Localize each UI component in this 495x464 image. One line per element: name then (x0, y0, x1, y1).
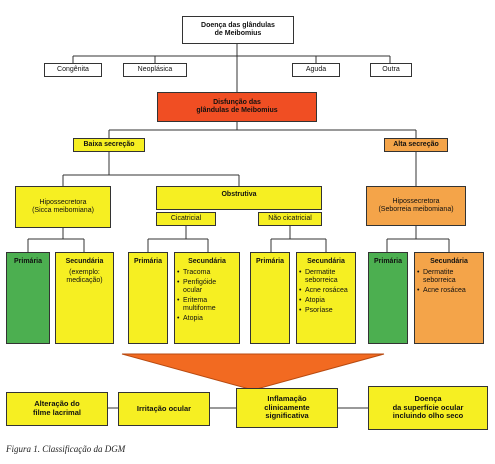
category-aguda: Aguda (292, 63, 340, 77)
figure-caption: Figura 1. Classificação da DGM (6, 444, 126, 454)
sicca-secondary-example: (exemplo: medicação) (66, 269, 103, 285)
outcome-inflammation: Inflamação clinicamente significativa (236, 388, 338, 428)
seborrhea-primary-box: Primária (368, 252, 408, 344)
list-item: Acne rosácea (417, 287, 481, 295)
list-item: Acne rosácea (299, 287, 353, 295)
category-neoplasica: Neoplásica (123, 63, 187, 77)
seborrhea-secondary-box: Secundária Dermatite seborreica Acne ros… (414, 252, 484, 344)
seborrhea-secondary-title: Secundária (430, 258, 468, 265)
list-item: Atopia (299, 297, 353, 305)
cicatricial-secondary-box: Secundária Tracoma Penfigóide ocular Eri… (174, 252, 240, 344)
list-item: Psoríase (299, 307, 353, 315)
seborrhea-box: Hipossecretora (Seborreia meibomiana) (366, 186, 466, 226)
list-item: Tracoma (177, 269, 237, 277)
outcome-ocular-irritation: Irritação ocular (118, 392, 210, 426)
category-outra: Outra (370, 63, 412, 77)
hyposecretory-sicca-box: Hipossecretora (Sicca meibomiana) (15, 186, 111, 228)
list-item: Dermatite seborreica (417, 269, 481, 285)
non-cicatricial-secondary-title: Secundária (307, 258, 345, 265)
low-secretion-box: Baixa secreção (73, 138, 145, 152)
sicca-secondary-box: Secundária (exemplo: medicação) (55, 252, 114, 344)
convergence-triangle (121, 353, 385, 391)
cicatricial-causes-list: Tracoma Penfigóide ocular Eritema multif… (175, 269, 239, 325)
list-item: Penfigóide ocular (177, 279, 237, 295)
outcome-ocular-surface-disease: Doença da superfície ocular incluindo ol… (368, 386, 488, 430)
list-item: Dermatite seborreica (299, 269, 353, 285)
sicca-primary-box: Primária (6, 252, 50, 344)
non-cicatricial-causes-list: Dermatite seborreica Acne rosácea Atopia… (297, 269, 355, 317)
category-congenita: Congênita (44, 63, 102, 77)
cicatricial-box: Cicatricial (156, 212, 216, 226)
root-box: Doença das glândulas de Meibomius (182, 16, 294, 44)
cicatricial-primary-box: Primária (128, 252, 168, 344)
non-cicatricial-box: Não cicatricial (258, 212, 322, 226)
list-item: Atopia (177, 315, 237, 323)
seborrhea-causes-list: Dermatite seborreica Acne rosácea (415, 269, 483, 297)
list-item: Eritema multiforme (177, 297, 237, 313)
dgm-box: Disfunção das glândulas de Meibomius (157, 92, 317, 122)
non-cicatricial-primary-box: Primária (250, 252, 290, 344)
high-secretion-box: Alta secreção (384, 138, 448, 152)
outcome-tear-film: Alteração do filme lacrimal (6, 392, 108, 426)
sicca-secondary-title: Secundária (65, 258, 104, 265)
non-cicatricial-secondary-box: Secundária Dermatite seborreica Acne ros… (296, 252, 356, 344)
cicatricial-secondary-title: Secundária (188, 258, 226, 265)
obstructive-box: Obstrutiva (156, 186, 322, 210)
